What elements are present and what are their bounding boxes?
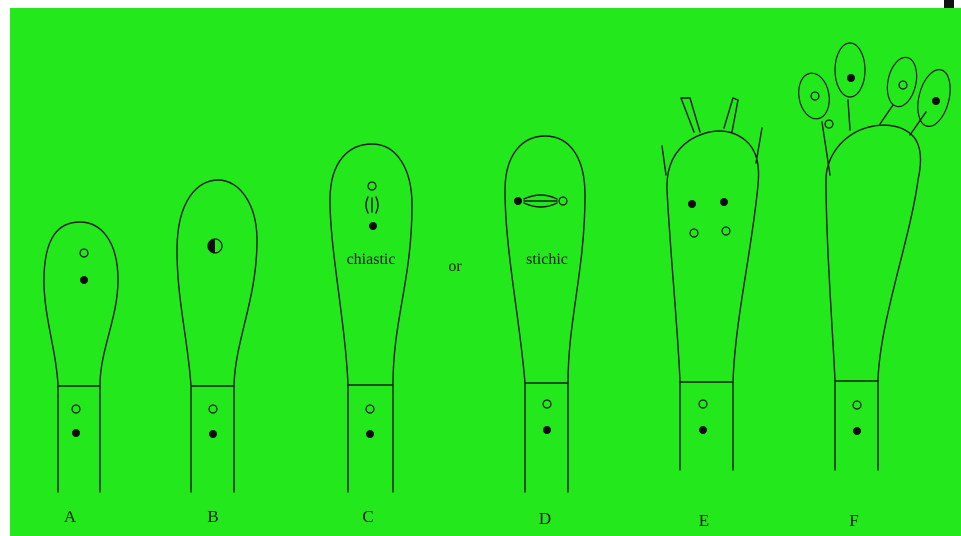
stage-b-outline (177, 180, 257, 492)
stage-c-outline (330, 144, 412, 492)
stage-e-stalk-dark-nucleus (699, 426, 707, 434)
stage-f-spore-4-nucleus (932, 97, 940, 105)
stage-d-stalk-dark-nucleus (543, 426, 551, 434)
stage-d-outline (505, 136, 585, 492)
stage-a-stalk-light-nucleus (72, 405, 80, 413)
stage-e-light-nucleus-2 (722, 227, 730, 235)
stage-b-basidium (177, 180, 257, 492)
stage-f-sterigma-1 (822, 122, 830, 175)
stage-b-stalk-dark-nucleus (209, 430, 217, 438)
stage-f-residual-nucleus (825, 120, 833, 128)
chiastic-label: chiastic (347, 251, 396, 268)
stage-f-spore-1-nucleus (811, 92, 819, 100)
stage-e-light-nucleus-1 (690, 229, 698, 237)
stage-d-dark-nucleus (514, 197, 522, 205)
stage-a-stalk-dark-nucleus (72, 429, 80, 437)
stage-label-c: C (362, 507, 373, 526)
stage-f-spore-3 (883, 55, 921, 110)
stage-e-basidium (662, 98, 762, 470)
stage-a-light-nucleus (80, 249, 88, 257)
stage-f-spore-2 (835, 43, 865, 97)
stage-a-basidium (44, 222, 118, 492)
stage-b-fused-nucleus (208, 239, 222, 253)
stage-label-b: B (207, 507, 218, 526)
stage-f-outline (826, 125, 920, 470)
stage-f-spore-1 (795, 71, 833, 122)
stage-a-dark-nucleus (80, 276, 88, 284)
stage-label-d: D (539, 509, 551, 528)
stage-d-stalk-light-nucleus (543, 400, 551, 408)
stage-d-basidium (505, 136, 585, 492)
stage-e-sterigma-4 (756, 128, 762, 163)
stage-e-outline (667, 131, 759, 470)
stage-e-sterigma-1 (662, 146, 666, 175)
stage-e-dark-nucleus-2 (720, 198, 728, 206)
stage-e-dark-nucleus-1 (688, 200, 696, 208)
stage-c-spindle-right (376, 197, 378, 213)
stage-e-stalk-light-nucleus (699, 400, 707, 408)
stage-c-stalk-dark-nucleus (366, 430, 374, 438)
stage-f-spore-2-nucleus (847, 74, 855, 82)
stage-f-sterigma-4 (910, 112, 926, 135)
stage-b-stalk-light-nucleus (209, 405, 217, 413)
or-label: or (448, 258, 462, 275)
stage-f-spore-3-nucleus (899, 81, 907, 89)
stage-f-basidium (795, 43, 955, 470)
stage-c-dark-nucleus (369, 222, 377, 230)
stage-label-e: E (699, 511, 709, 530)
stage-e-sterigma-3 (724, 98, 738, 132)
stage-f-sterigma-2 (848, 100, 850, 130)
stage-label-a: A (64, 507, 77, 526)
stage-e-sterigma-2 (681, 98, 700, 132)
stage-f-sterigma-3 (880, 105, 893, 124)
stage-c-stalk-light-nucleus (366, 405, 374, 413)
stage-c-spindle-left (366, 197, 368, 213)
stage-d-light-nucleus (559, 197, 567, 205)
stage-d-spindle (524, 195, 557, 207)
stage-label-f: F (849, 511, 858, 530)
stage-c-basidium (330, 144, 412, 492)
stage-f-stalk-light-nucleus (853, 401, 861, 409)
stage-a-outline (44, 222, 118, 492)
stichic-label: stichic (526, 251, 568, 268)
stage-c-light-nucleus (368, 182, 376, 190)
stage-f-stalk-dark-nucleus (853, 427, 861, 435)
